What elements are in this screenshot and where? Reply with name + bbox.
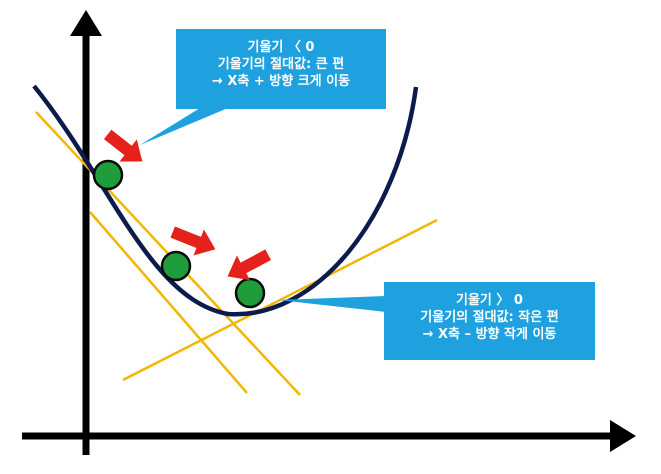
cost-curve	[32, 84, 419, 317]
callout-negative-line3: → X축 + 방향 크게 이동	[211, 74, 351, 89]
ball-3	[234, 277, 266, 309]
callout-top-pointer	[140, 108, 228, 145]
ball-1	[92, 159, 124, 191]
callout-bottom-pointer	[278, 296, 386, 312]
callout-positive-line3: → X축 – 방향 작게 이동	[422, 327, 557, 342]
y-axis-arrowhead	[70, 10, 102, 36]
ball-2	[160, 250, 192, 282]
x-axis-arrowhead	[610, 420, 636, 452]
tangent-line-middle	[89, 211, 248, 394]
arrow-2-icon	[170, 226, 216, 256]
callout-positive-slope: 기울기 〉 0 기울기의 절대값: 작은 편 → X축 – 방향 작게 이동	[384, 282, 595, 360]
callout-negative-slope: 기울기 〈 0 기울기의 절대값: 큰 편 → X축 + 방향 크게 이동	[176, 29, 386, 109]
callout-negative-line1: 기울기 〈 0	[247, 40, 315, 55]
arrow-1-icon	[103, 129, 143, 162]
callout-negative-line2: 기울기의 절대값: 큰 편	[217, 57, 345, 72]
callout-positive-line2: 기울기의 절대값: 작은 편	[420, 310, 559, 325]
callout-positive-line1: 기울기 〉 0	[456, 293, 523, 308]
arrow-3-icon	[227, 249, 272, 281]
